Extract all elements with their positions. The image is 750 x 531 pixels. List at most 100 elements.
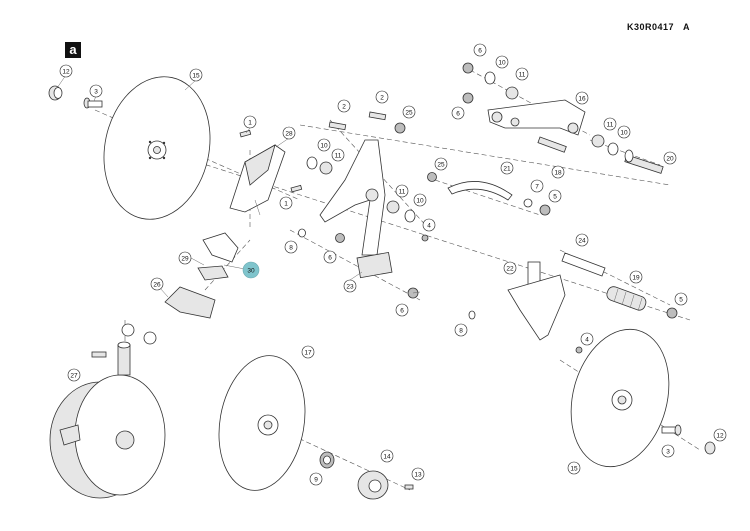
callout-3-left: 3 [89, 84, 103, 98]
callout-3-right: 3 [661, 444, 675, 458]
scraper-bolt-upper [239, 129, 252, 138]
dust-cap-left [48, 85, 63, 101]
callout-text: 19 [632, 275, 640, 282]
callout-text: 21 [503, 166, 511, 173]
callout-text: 4 [427, 223, 431, 230]
callout-19: 19 [629, 270, 643, 284]
callout-text: 10 [320, 143, 328, 150]
spacer-top-right [591, 134, 605, 148]
nut-21-end [539, 204, 551, 216]
callout-25-upper: 25 [402, 105, 416, 119]
callout-text: 6 [478, 48, 482, 55]
callout-1-upper: 1 [243, 115, 257, 129]
callout-10-left: 10 [317, 138, 331, 152]
hub-14 [357, 470, 389, 500]
callout-6-top-b: 6 [451, 106, 465, 120]
washer-small-left [298, 228, 306, 238]
seed-tube-boot [507, 261, 566, 341]
callout-9: 9 [309, 472, 323, 486]
callout-11-left: 11 [331, 148, 345, 162]
callout-text: 1 [248, 120, 252, 127]
callout-text: 6 [328, 255, 332, 262]
callout-5-lower: 5 [674, 292, 688, 306]
callout-text: 11 [519, 72, 526, 79]
callout-27: 27 [67, 368, 81, 382]
callout-text: 5 [553, 194, 557, 201]
callout-text: 14 [383, 454, 391, 461]
callout-1-lower: 1 [279, 196, 293, 210]
nut-top-a [462, 62, 474, 74]
callout-text: 7 [535, 184, 539, 191]
callout-text: 3 [666, 449, 670, 456]
document-number: K30R0417 [627, 22, 675, 32]
gauge-bushing-a [121, 323, 135, 337]
callout-text: 12 [716, 433, 724, 440]
callout-11-right: 11 [395, 184, 409, 198]
frame-bolt-right [368, 111, 387, 121]
callout-21: 21 [500, 161, 514, 175]
callout-text: 3 [94, 89, 98, 96]
callout-20: 20 [663, 151, 677, 165]
washer-top-right [607, 142, 619, 156]
callout-24: 24 [575, 233, 589, 247]
bolt-13 [404, 484, 414, 490]
callout-5-upper: 5 [548, 189, 562, 203]
shoe-bracket [202, 232, 239, 263]
callout-6-frame: 6 [323, 250, 337, 264]
callout-text: 8 [289, 245, 293, 252]
callout-28: 28 [282, 126, 296, 140]
curved-link [447, 181, 513, 201]
document-code: K30R0417 A [627, 22, 690, 32]
callout-23: 23 [343, 279, 357, 293]
callout-18: 18 [551, 165, 565, 179]
callout-2-left: 2 [337, 99, 351, 113]
link-arm [487, 99, 586, 136]
callout-8-bottom: 8 [454, 323, 468, 337]
spacer-left [319, 161, 333, 175]
callout-text: 30 [247, 268, 255, 275]
callout-11-top: 11 [515, 67, 529, 81]
revision-letter: A [683, 22, 691, 32]
callout-29: 29 [178, 251, 192, 265]
callout-text: 11 [335, 153, 342, 160]
callout-text: 11 [607, 122, 614, 129]
callout-4-mid: 4 [422, 218, 436, 232]
callout-12-right: 12 [713, 428, 727, 442]
callout-10-right-top: 10 [617, 125, 631, 139]
callout-text: 4 [585, 337, 589, 344]
hub-bolt-left [83, 97, 103, 109]
spacer-top-a [505, 86, 519, 100]
callout-text: 16 [578, 96, 586, 103]
callout-text: 5 [679, 297, 683, 304]
callout-2-right: 2 [375, 90, 389, 104]
dust-cap-right [704, 441, 716, 455]
bushing-mid [427, 172, 437, 182]
callout-text: 10 [620, 130, 628, 137]
callout-7: 7 [530, 179, 544, 193]
callout-10-top: 10 [495, 55, 509, 69]
shoe-insert [197, 265, 229, 281]
callout-10-right: 10 [413, 193, 427, 207]
callout-text: 23 [346, 284, 354, 291]
callout-text: 15 [570, 466, 578, 473]
callout-text: 12 [62, 69, 70, 76]
callout-text: 17 [304, 350, 312, 357]
washer-21-end [523, 198, 533, 208]
spring-rod [561, 252, 606, 277]
main-frame-arm [319, 139, 393, 279]
callout-12-left: 12 [59, 64, 73, 78]
callout-text: 9 [314, 477, 318, 484]
callout-6-top-a: 6 [473, 43, 487, 57]
callout-14: 14 [380, 449, 394, 463]
callout-6-bottom: 6 [395, 303, 409, 317]
callout-text: 10 [498, 60, 506, 67]
pivot-pin-20 [624, 149, 664, 174]
washer-right [404, 209, 416, 223]
shoe-tip [164, 286, 216, 319]
callout-text: 10 [416, 198, 424, 205]
callout-text: 6 [400, 308, 404, 315]
callout-13: 13 [411, 467, 425, 481]
washer-top-a [484, 71, 496, 85]
callout-8-left: 8 [284, 240, 298, 254]
